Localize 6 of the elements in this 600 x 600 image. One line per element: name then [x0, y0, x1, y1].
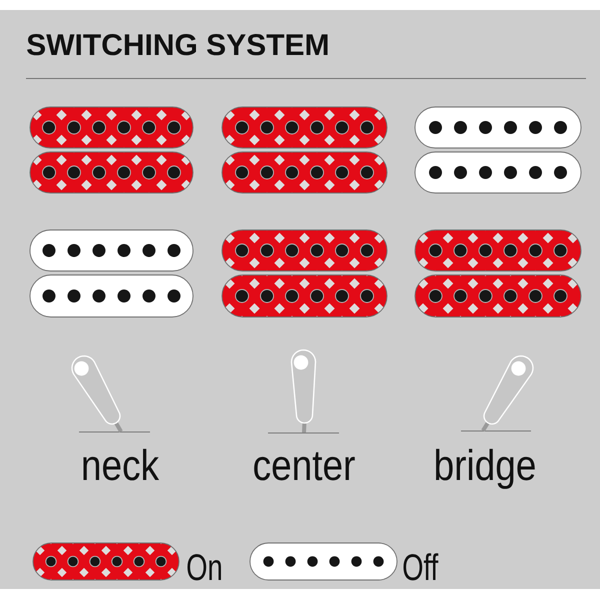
legend-label: On [188, 554, 221, 580]
title: SWITCHING SYSTEM [27, 34, 328, 56]
position-label: center [254, 452, 355, 480]
position-label: bridge [436, 448, 535, 489]
legend-label: Off [404, 553, 438, 580]
position-label: neck [83, 448, 160, 480]
